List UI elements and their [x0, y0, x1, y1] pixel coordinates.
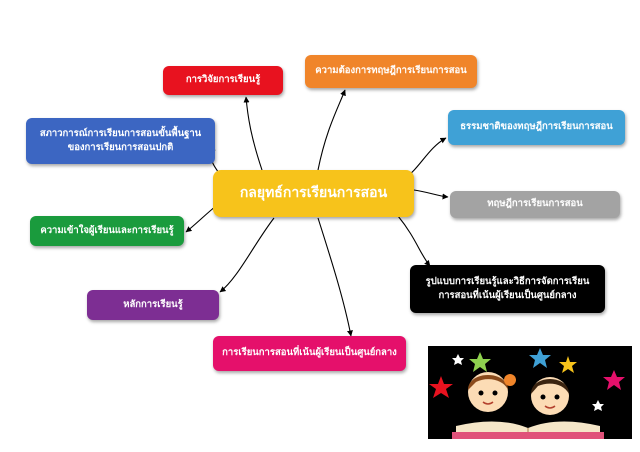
node-needs: ความต้องการทฤษฎีการเรียนการสอน [305, 55, 477, 88]
node-needs-label: ความต้องการทฤษฎีการเรียนการสอน [315, 64, 466, 78]
node-learner-centered-label: การเรียนการสอนที่เน้นผู้เรียนเป็นศูนย์กล… [222, 346, 397, 360]
node-learner-centered: การเรียนการสอนที่เน้นผู้เรียนเป็นศูนย์กล… [213, 336, 406, 371]
node-understanding: ความเข้าใจผู้เรียนและการเรียนรู้ [30, 216, 184, 246]
kids-reading-illustration [428, 346, 632, 439]
connector-theory [414, 190, 448, 197]
connector-needs [318, 90, 345, 170]
node-principles-label: หลักการเรียนรู้ [123, 298, 183, 312]
node-conditions-label: สภาวการณ์การเรียนการสอนขั้นพื้นฐาน ของกา… [40, 127, 201, 156]
connector-principles [220, 218, 274, 292]
node-nature: ธรรมชาติของทฤษฎีการเรียนการสอน [448, 110, 625, 145]
star-icons [429, 348, 625, 411]
node-nature-label: ธรรมชาติของทฤษฎีการเรียนการสอน [460, 120, 613, 134]
kids-reading-icon [428, 346, 632, 439]
connector-learner-centered [318, 218, 351, 336]
central-topic-node: กลยุทธ์การเรียนการสอน [213, 170, 414, 217]
girl-figure [468, 372, 516, 412]
node-models: รูปแบบการเรียนรู้และวิธีการจัดการเรียน ก… [410, 265, 605, 313]
boy-figure [531, 377, 569, 415]
node-understanding-label: ความเข้าใจผู้เรียนและการเรียนรู้ [40, 224, 173, 238]
connector-research [246, 97, 262, 170]
node-research: การวิจัยการเรียนรู้ [163, 66, 283, 95]
central-topic-label: กลยุทธ์การเรียนการสอน [240, 183, 387, 204]
connector-models [398, 216, 430, 266]
node-models-label: รูปแบบการเรียนรู้และวิธีการจัดการเรียน ก… [426, 275, 590, 304]
node-research-label: การวิจัยการเรียนรู้ [186, 73, 260, 87]
node-conditions: สภาวการณ์การเรียนการสอนขั้นพื้นฐาน ของกา… [26, 118, 215, 164]
connector-understanding [186, 206, 216, 232]
node-theory-label: ทฤษฎีการเรียนการสอน [487, 197, 582, 211]
open-book [452, 421, 604, 439]
node-theory: ทฤษฎีการเรียนการสอน [450, 191, 620, 218]
node-principles: หลักการเรียนรู้ [87, 290, 219, 320]
